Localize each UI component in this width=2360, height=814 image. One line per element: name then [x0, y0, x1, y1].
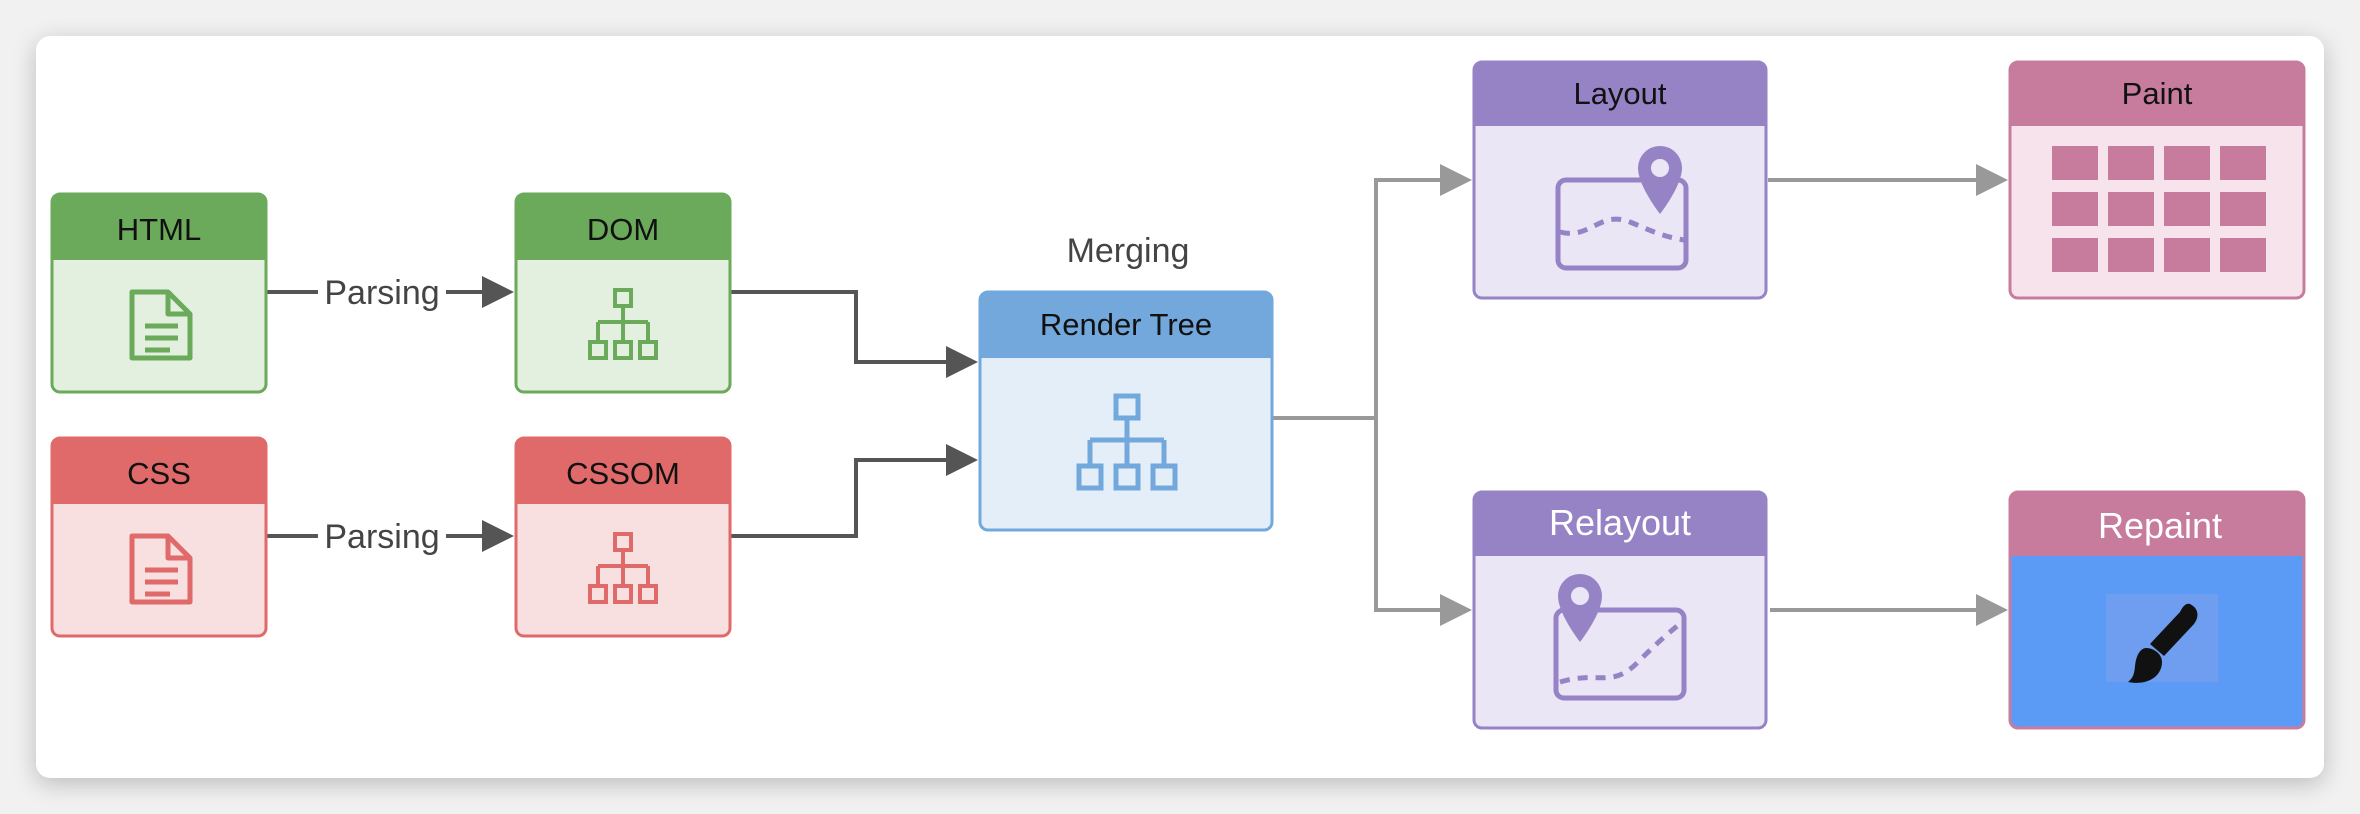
node-repaint: Repaint: [2008, 490, 2306, 730]
grid-icon: [2052, 146, 2266, 272]
node-relayout: Relayout: [1472, 490, 1768, 730]
arrow-head: [1976, 594, 2008, 626]
node-title-repaint: Repaint: [2098, 505, 2222, 546]
edge-html-dom: Parsing: [267, 274, 514, 312]
node-title-html: HTML: [117, 212, 201, 247]
node-dom: DOM: [514, 192, 732, 394]
tree-hierarchy-icon: [1076, 393, 1178, 491]
node-html: HTML: [50, 192, 268, 394]
node-cssom: CSSOM: [514, 436, 732, 638]
edge-label-parsing-html: Parsing: [324, 274, 439, 312]
edge-css-cssom: Parsing: [267, 518, 514, 556]
node-title-cssom: CSSOM: [566, 456, 680, 491]
node-css: CSS: [50, 436, 268, 638]
tree-hierarchy-icon: [588, 288, 658, 360]
arrow-head: [482, 520, 514, 552]
arrow-head: [1440, 594, 1472, 626]
arrow-head: [946, 346, 978, 378]
edge-label-merging: Merging: [1067, 232, 1190, 270]
map-pin-icon: [1555, 146, 1689, 271]
edge-cssom-render-tree: [730, 444, 978, 538]
node-title-layout: Layout: [1573, 76, 1666, 111]
arrow-head: [1976, 164, 2008, 196]
map-pin-icon: [1553, 574, 1687, 701]
node-layout: Layout: [1472, 60, 1768, 300]
node-title-css: CSS: [127, 456, 191, 491]
arrow-head: [946, 444, 978, 476]
edge-relayout-repaint: [1770, 594, 2008, 626]
edge-label-parsing-css: Parsing: [324, 518, 439, 556]
node-title-paint: Paint: [2122, 76, 2193, 111]
paint-brush-icon: [2128, 603, 2198, 683]
tree-hierarchy-icon: [588, 532, 658, 604]
document-icon: [129, 533, 193, 605]
node-paint: Paint: [2008, 60, 2306, 300]
edge-render-tree-layout: [1272, 164, 1472, 626]
node-title-render-tree: Render Tree: [1040, 307, 1212, 342]
document-icon: [129, 289, 193, 361]
node-title-relayout: Relayout: [1549, 502, 1691, 543]
node-title-dom: DOM: [587, 212, 659, 247]
edge-dom-render-tree: [730, 290, 978, 378]
arrow-head: [482, 276, 514, 308]
edge-layout-paint: [1768, 164, 2008, 196]
node-render-tree: Render Tree: [978, 290, 1274, 532]
arrow-head: [1440, 164, 1472, 196]
